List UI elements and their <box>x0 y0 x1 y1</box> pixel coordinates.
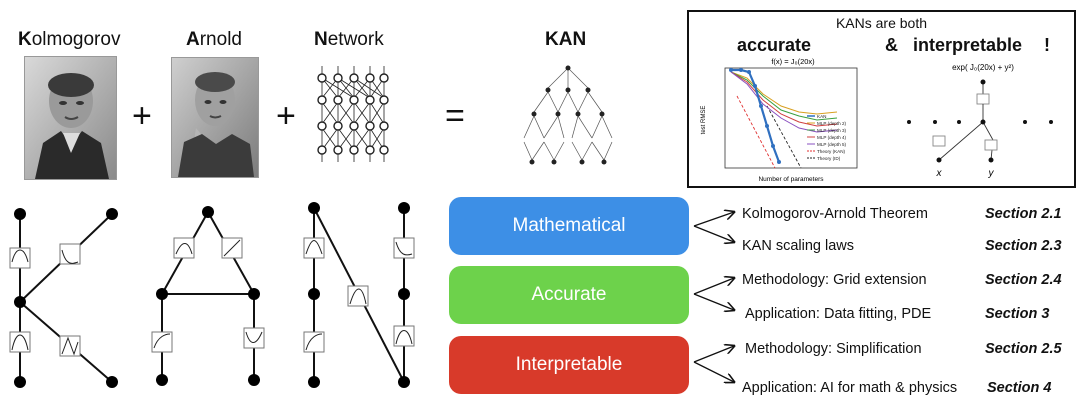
arrow-math-1 <box>693 212 734 227</box>
var-y-label: y <box>988 168 995 179</box>
letter-n-graph <box>303 202 415 388</box>
section-data-fitting: Section 3 <box>985 306 1050 322</box>
panel-interpretable-word: interpretable <box>913 35 1023 55</box>
item-grid-extension: Methodology: Grid extension <box>742 272 927 288</box>
mlp-depth4-line <box>730 71 838 127</box>
mathematical-pill-label: Mathematical <box>512 215 626 236</box>
panel-accurate-word: accurate <box>737 35 812 55</box>
section-simplification: Section 2.5 <box>985 341 1062 357</box>
section-scaling-laws: Section 2.3 <box>985 238 1062 254</box>
mathematical-pill: Mathematical <box>449 197 689 255</box>
letter-a-graph <box>151 206 265 386</box>
kan-markers <box>729 68 781 164</box>
kan-network-icon <box>518 62 618 166</box>
theory-id-line <box>766 105 802 169</box>
panel-exclamation: ! <box>1044 35 1050 55</box>
arrow-acc-1 <box>693 278 734 295</box>
kolmogorov-title: Kolmogorov <box>18 29 121 50</box>
plus-sign-2: + <box>276 97 296 135</box>
svg-text:MLP (depth 5): MLP (depth 5) <box>817 142 846 147</box>
item-scaling-laws: KAN scaling laws <box>742 238 855 254</box>
arrow-math-2 <box>693 225 734 242</box>
tree-formula: exp( J₀(20x) + y²) <box>952 63 1014 72</box>
mlp-depth2-line <box>730 71 838 115</box>
arnold-portrait <box>171 57 259 178</box>
mlp-depth3-line <box>730 71 838 121</box>
svg-text:Theory (ID): Theory (ID) <box>817 156 841 161</box>
arrow-acc-2 <box>693 293 734 310</box>
letter-k-graph <box>9 208 118 388</box>
svg-text:MLP (depth 2): MLP (depth 2) <box>817 121 846 126</box>
section-ka-theorem: Section 2.1 <box>985 206 1062 222</box>
accurate-pill: Accurate <box>449 266 689 324</box>
svg-text:MLP (depth 4): MLP (depth 4) <box>817 135 846 140</box>
section-grid-extension: Section 2.4 <box>985 272 1062 288</box>
panel-ampersand: & <box>885 35 898 55</box>
plus-sign-1: + <box>132 97 152 135</box>
svg-text:KAN: KAN <box>817 114 826 119</box>
arnold-title: Arnold <box>186 29 242 50</box>
accurate-pill-label: Accurate <box>531 284 607 305</box>
arrow-int-2 <box>693 361 734 382</box>
kolmogorov-portrait <box>24 56 117 180</box>
item-simplification: Methodology: Simplification <box>745 341 922 357</box>
mlp-network-icon <box>314 58 392 170</box>
kan-summary-panel: KANs are both accurate & interpretable !… <box>687 10 1076 188</box>
interpretable-pill-label: Interpretable <box>515 354 623 375</box>
row-arrows <box>693 196 740 406</box>
plot-ylabel: test RMSE <box>701 106 707 135</box>
svg-text:Theory (KAN): Theory (KAN) <box>817 149 846 154</box>
plot-legend: KAN MLP (depth 2) MLP (depth 3) MLP (dep… <box>807 114 846 161</box>
theory-kan-line <box>736 95 776 169</box>
var-x-label: x <box>936 168 943 179</box>
kan-letter-diagrams <box>9 202 415 388</box>
arrow-int-1 <box>693 346 734 363</box>
section-ai-math-physics: Section 4 <box>987 380 1052 396</box>
item-ai-math-physics: Application: AI for math & physics <box>742 380 958 396</box>
item-data-fitting: Application: Data fitting, PDE <box>745 306 932 322</box>
equals-sign: = <box>445 97 465 135</box>
symbolic-tree: exp( J₀(20x) + y²) x y <box>907 63 1053 179</box>
plot-title: f(x) = J₀(20x) <box>771 57 815 66</box>
svg-text:MLP (depth 3): MLP (depth 3) <box>817 128 846 133</box>
mlp-depth5-line <box>730 71 838 133</box>
kan-title: KAN <box>545 29 587 50</box>
network-title: Network <box>314 29 384 50</box>
item-ka-theorem: Kolmogorov-Arnold Theorem <box>742 206 928 222</box>
panel-intro-text: KANs are both <box>835 15 928 31</box>
scaling-plot: f(x) = J₀(20x) test RMSE Number of param… <box>701 57 858 183</box>
plot-xlabel: Number of parameters <box>758 176 824 183</box>
interpretable-pill: Interpretable <box>449 336 689 394</box>
